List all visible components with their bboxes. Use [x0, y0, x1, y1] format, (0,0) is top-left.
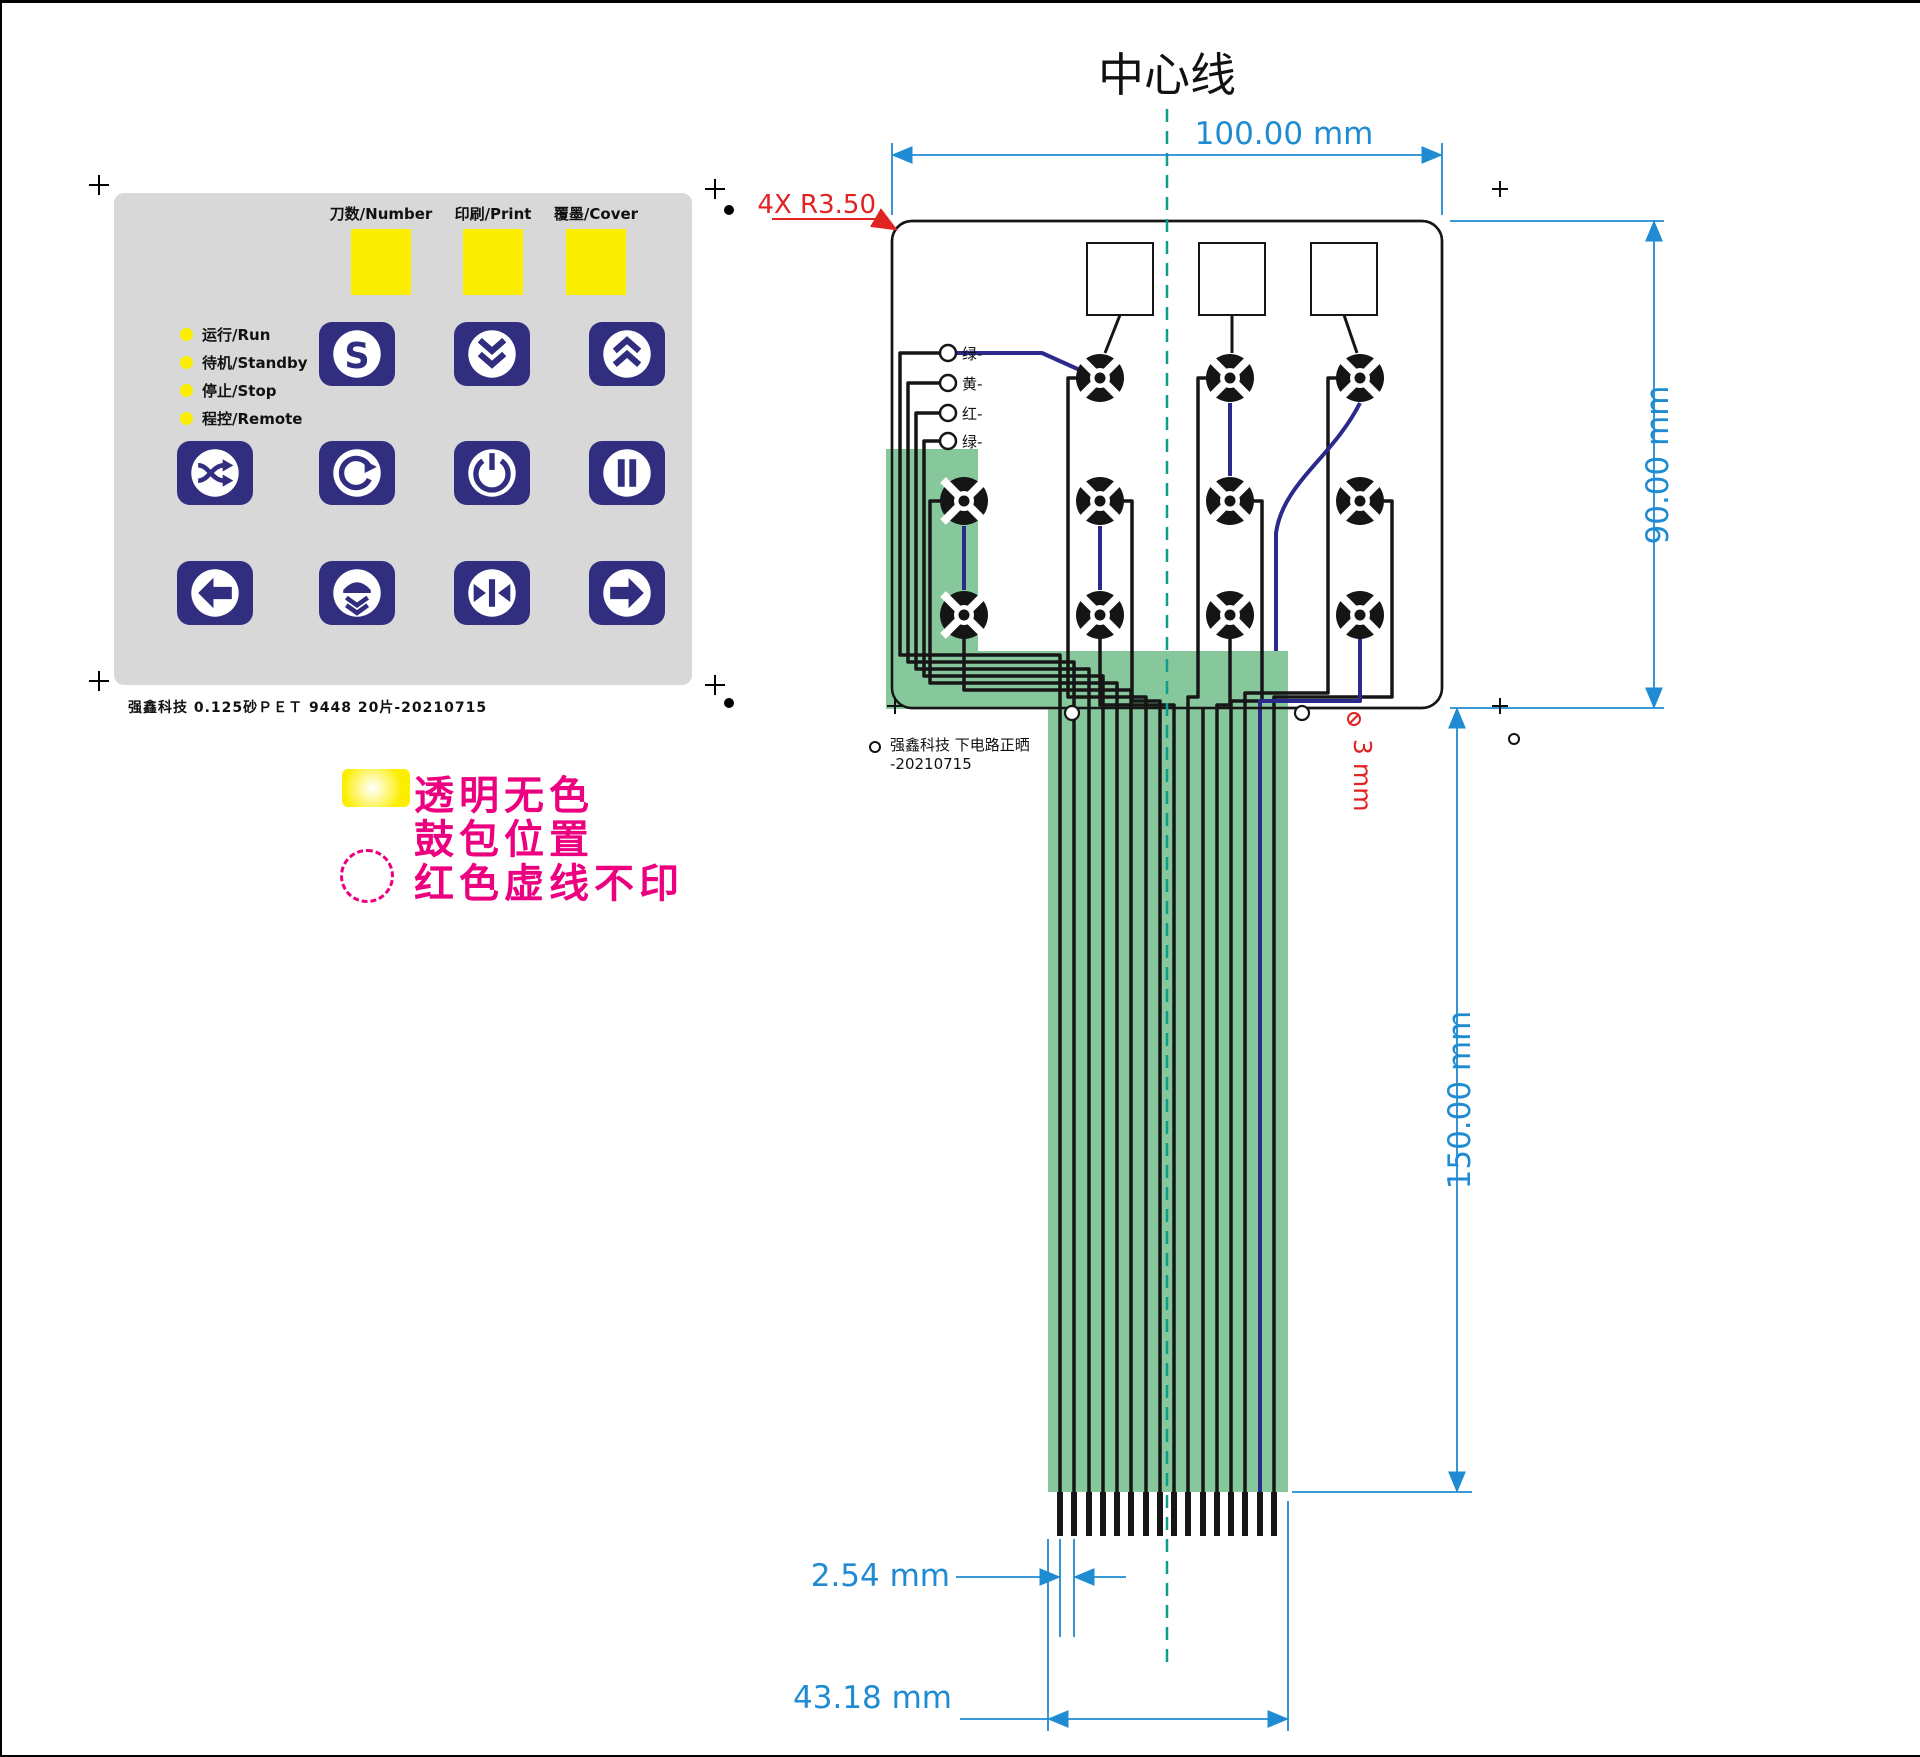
- arrow-left-icon: [191, 569, 239, 617]
- s-icon: S: [333, 330, 381, 378]
- legend-yellow-swatch: [342, 769, 410, 807]
- legend-line-2: 鼓包位置: [414, 817, 594, 863]
- led-remote: 程控/Remote: [180, 408, 302, 429]
- pause-icon: [603, 449, 651, 497]
- power-icon: [468, 449, 516, 497]
- dim-width-label: 100.00 mm: [1195, 116, 1374, 152]
- navy-traces: [956, 351, 1362, 1492]
- contact-pad: [940, 477, 988, 525]
- arrows-to-bar-icon: [468, 569, 516, 617]
- led-label: 待机/Standby: [202, 354, 308, 372]
- legend-line-1: 透明无色: [414, 773, 594, 819]
- red-callouts: 4X R3.50 3 mm: [757, 190, 1377, 812]
- contact-pad: [1076, 591, 1124, 639]
- led-standby: 待机/Standby: [180, 352, 308, 373]
- window-cutout: [1310, 242, 1378, 316]
- circuit-footer-date: -20210715: [890, 755, 972, 773]
- wire-pad: [938, 343, 958, 363]
- circuit-footer-note: 强鑫科技 下电路正晒: [890, 736, 1030, 754]
- button-start: S: [319, 322, 395, 386]
- arrow-right-icon: [603, 569, 651, 617]
- mounting-hole: [1063, 704, 1081, 722]
- hole-size-label: 3 mm: [1348, 739, 1377, 812]
- contact-pad: [1076, 477, 1124, 525]
- registration-dot: [724, 205, 734, 215]
- dim-tail-length-label: 150.00 mm: [1442, 1011, 1478, 1190]
- window-cutout: [1198, 242, 1266, 316]
- button-center-align: [454, 561, 530, 625]
- circuit-drawing: 绿- 黄- 红- 绿- 中心线: [757, 48, 1676, 1731]
- led-label: 程控/Remote: [202, 410, 303, 428]
- button-cycle: [319, 441, 395, 505]
- button-arrow-left: [177, 561, 253, 625]
- led-label: 停止/Stop: [202, 382, 277, 400]
- registration-dot: [724, 698, 734, 708]
- button-arrow-right: [589, 561, 665, 625]
- dimensions: [891, 143, 1664, 1731]
- chevron-double-down-icon: [468, 330, 516, 378]
- window-cutout: [351, 229, 411, 295]
- window-cutout: [1086, 242, 1154, 316]
- display-windows: [1086, 242, 1378, 316]
- button-press: [319, 561, 395, 625]
- led-run: 运行/Run: [180, 324, 270, 345]
- diameter-symbol: [1347, 712, 1361, 726]
- dim-pitch-label: 2.54 mm: [811, 1558, 950, 1594]
- led-label: 运行/Run: [202, 326, 271, 344]
- registration-cross: [705, 675, 725, 695]
- pin-row: [1057, 1492, 1277, 1536]
- led-dot: [180, 412, 193, 425]
- wire-label: 红-: [962, 405, 982, 423]
- contact-pad: [1206, 354, 1254, 402]
- window-label: 印刷/Print: [454, 205, 532, 223]
- button-scroll-up: [589, 322, 665, 386]
- legend-dashed-circle: [340, 849, 394, 903]
- button-pause: [589, 441, 665, 505]
- button-power: [454, 441, 530, 505]
- led-stop: 停止/Stop: [180, 380, 277, 401]
- contact-pad: [940, 591, 988, 639]
- dim-tail-width-label: 43.18 mm: [793, 1680, 952, 1716]
- led-dot: [180, 328, 193, 341]
- registration-cross: [89, 175, 109, 195]
- registration-marks: [869, 181, 1520, 753]
- registration-cross: [705, 179, 725, 199]
- wire-label: 黄-: [962, 375, 982, 393]
- shuffle-icon: [191, 449, 239, 497]
- window-label: 刀数/Number: [329, 205, 433, 223]
- contact-pad: [1336, 591, 1384, 639]
- wire-pad: [938, 403, 958, 423]
- window-cutout: [566, 229, 626, 295]
- press-icon: [333, 569, 381, 617]
- window-cutout: [463, 229, 523, 295]
- cycle-icon: [333, 449, 381, 497]
- dim-height-label: 90.00 mm: [1640, 386, 1676, 545]
- svg-text:S: S: [344, 336, 369, 377]
- keypad-panel: 刀数/Number 印刷/Print 覆墨/Cover 运行/Run 待机/St…: [114, 193, 692, 685]
- contact-pad: [1336, 354, 1384, 402]
- led-dot: [180, 356, 193, 369]
- contact-pads: [940, 354, 1384, 639]
- button-shuffle: [177, 441, 253, 505]
- legend-line-3: 红色虚线不印: [414, 861, 684, 907]
- led-dot: [180, 384, 193, 397]
- window-label: 覆墨/Cover: [553, 205, 639, 223]
- registration-cross: [89, 671, 109, 691]
- circuit-traces: [898, 314, 1394, 1492]
- contact-pad: [1206, 477, 1254, 525]
- diagram-title: 中心线: [1098, 48, 1236, 102]
- chevron-double-up-icon: [603, 330, 651, 378]
- wire-label: 绿-: [962, 345, 982, 363]
- wire-pad: [938, 431, 958, 451]
- wire-connectors: 绿- 黄- 红- 绿-: [938, 343, 982, 451]
- corner-radius-note: 4X R3.50: [757, 190, 876, 220]
- mounting-hole: [1293, 704, 1311, 722]
- contact-pad: [1076, 354, 1124, 402]
- contact-pad: [1336, 477, 1384, 525]
- keypad-footer-note: 强鑫科技 0.125砂ＰＥＴ 9448 20片-20210715: [128, 700, 488, 716]
- wire-label: 绿-: [962, 433, 982, 451]
- button-scroll-down: [454, 322, 530, 386]
- contact-pad: [1206, 591, 1254, 639]
- wire-pad: [938, 373, 958, 393]
